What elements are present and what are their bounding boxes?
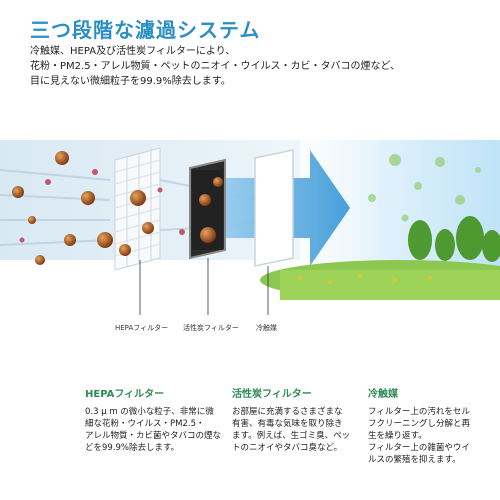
leader-lines xyxy=(139,258,269,315)
hepa-line: 細な花粉・ウイルス・PM2.5・ xyxy=(85,419,205,429)
catalyst-description: 冷触媒 フィルター上の汚れをセル フクリーニングし分解と再 生を繰り返す。 フィ… xyxy=(368,385,493,466)
carbon-line: 有害、有毒な気味を取り除き xyxy=(232,419,343,429)
intro-line-3: 目に見えない微細粒子を99.9%除去します。 xyxy=(30,76,231,87)
catalyst-filter xyxy=(254,149,294,267)
carbon-filter xyxy=(189,158,226,260)
hepa-filter xyxy=(114,147,161,271)
hepa-line: アレル物質・カビ菌やタバコの煙な xyxy=(85,431,222,441)
hepa-body: 0.3 μ m の微小な粒子、非常に微 細な花粉・ウイルス・PM2.5・ アレル… xyxy=(85,406,222,454)
intro-line-2: 花粉・PM2.5・アレル物質・ペットのニオイ・ウイルス・カビ・タバコの煙など、 xyxy=(30,61,401,72)
carbon-line: お部屋に充満するさまざまな xyxy=(232,407,343,417)
catalyst-line: フクリーニングし分解と再 xyxy=(368,419,471,429)
filter-illustration xyxy=(0,140,500,315)
grass-field xyxy=(260,216,500,300)
catalyst-line: ルスの繁殖を抑えます。 xyxy=(368,455,461,465)
hepa-heading: HEPAフィルター xyxy=(85,389,165,400)
carbon-body: お部屋に充満するさまざまな 有害、有毒な気味を取り除き ます。例えば、生ゴミ臭、… xyxy=(232,406,357,454)
catalyst-body: フィルター上の汚れをセル フクリーニングし分解と再 生を繰り返す。 フィルター上… xyxy=(368,406,493,466)
catalyst-heading: 冷触媒 xyxy=(368,389,398,400)
carbon-description: 活性炭フィルター お部屋に充満するさまざまな 有害、有毒な気味を取り除き ます。… xyxy=(232,385,357,454)
catalyst-line: フィルター上の雑菌やウイ xyxy=(368,443,470,453)
catalyst-line: フィルター上の汚れをセル xyxy=(368,407,470,417)
page-title: 三つ段階な濾過システム xyxy=(30,18,261,42)
intro-line-1: 冷触媒、HEPA及び活性炭フィルターにより、 xyxy=(30,46,236,57)
carbon-label: 活性炭フィルター xyxy=(183,324,239,332)
carbon-heading: 活性炭フィルター xyxy=(232,389,312,400)
catalyst-line: 生を繰り返す。 xyxy=(368,431,427,441)
catalyst-label: 冷触媒 xyxy=(256,324,277,332)
hepa-label: HEPAフィルター xyxy=(115,324,169,332)
clean-air-bubbles xyxy=(368,154,481,222)
small-particles xyxy=(19,169,185,243)
carbon-line: トのニオイやタバコ臭など。 xyxy=(232,443,343,453)
hepa-line: 0.3 μ m の微小な粒子、非常に微 xyxy=(85,407,214,417)
particles xyxy=(12,151,223,265)
hepa-description: HEPAフィルター 0.3 μ m の微小な粒子、非常に微 細な花粉・ウイルス・… xyxy=(85,385,222,454)
carbon-line: ます。例えば、生ゴミ臭、ペッ xyxy=(232,431,351,441)
hepa-line: どを99.9%除去します。 xyxy=(85,443,180,453)
intro-text: 冷触媒、HEPA及び活性炭フィルターにより、 花粉・PM2.5・アレル物質・ペッ… xyxy=(30,44,480,89)
